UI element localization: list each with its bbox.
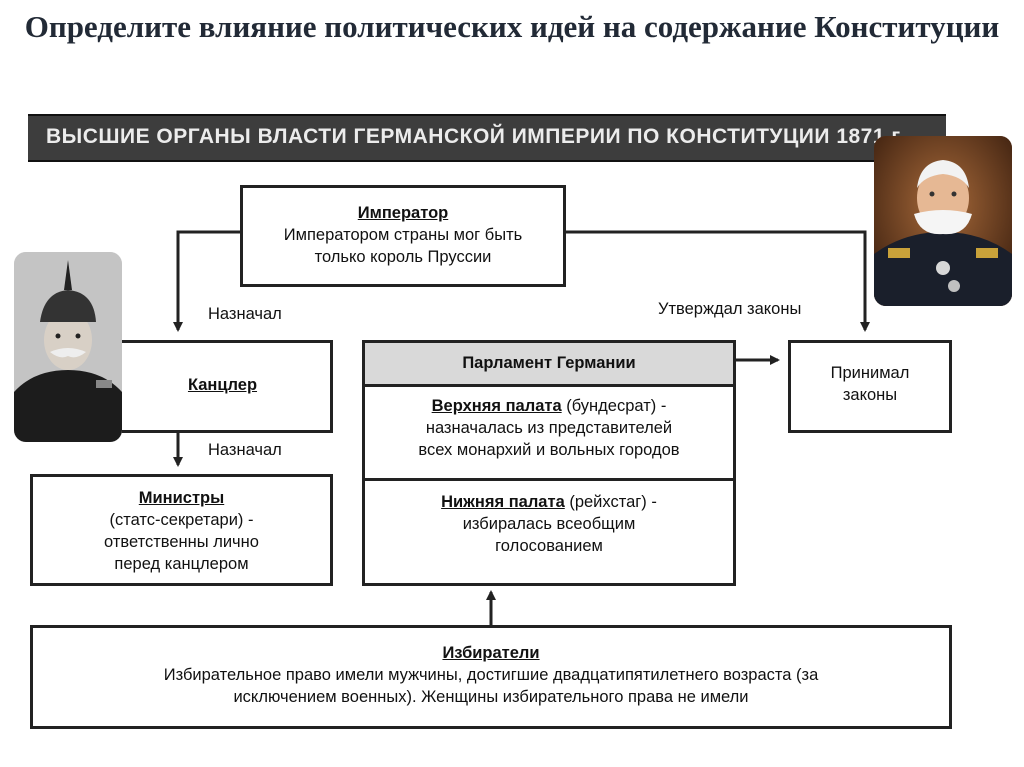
label-appointed-chancellor: Назначал — [208, 305, 282, 323]
ministers-text-line2: ответственны лично — [104, 533, 259, 551]
laws-box: Принимал законы — [788, 340, 952, 433]
lower-house-line3: голосованием — [495, 537, 603, 555]
lower-house-line2: избиралась всеобщим — [462, 515, 636, 533]
laws-line1: Принимал — [830, 364, 910, 382]
label-appointed-ministers: Назначал — [208, 441, 282, 459]
emperor-text-line2: только король Пруссии — [314, 248, 492, 266]
voters-heading: Избиратели — [442, 644, 540, 662]
page-title: Определите влияние политических идей на … — [24, 9, 1000, 44]
emperor-text-line1: Императором страны мог быть — [283, 226, 523, 244]
chancellor-portrait — [14, 252, 122, 442]
label-approved-laws: Утверждал законы — [658, 300, 802, 318]
voters-line2: исключением военных). Женщины избиратель… — [233, 688, 749, 706]
upper-house-heading: Верхняя палата — [431, 397, 562, 415]
lower-house-name: (рейхстаг) - — [564, 493, 657, 511]
laws-line2: законы — [842, 386, 898, 404]
ministers-heading: Министры — [138, 489, 225, 507]
upper-house-line3: всех монархий и вольных городов — [418, 441, 680, 459]
chancellor-heading: Канцлер — [187, 376, 258, 394]
voters-box: Избиратели Избирательное право имели муж… — [30, 625, 952, 729]
parliament-box: Парламент Германии Верхняя палата (бунде… — [362, 340, 736, 586]
emperor-heading: Император — [357, 204, 449, 222]
upper-house: Верхняя палата (бундесрат) - назначалась… — [365, 387, 733, 481]
arrow-emperor-to-chancellor — [173, 230, 240, 332]
lower-house-heading: Нижняя палата — [441, 493, 565, 511]
emperor-portrait — [874, 136, 1012, 306]
lower-house: Нижняя палата (рейхстаг) - избиралась вс… — [365, 481, 733, 557]
arrow-emperor-to-laws — [563, 230, 870, 332]
ministers-box: Министры (статс-секретари) - ответственн… — [30, 474, 333, 586]
banner-text: ВЫСШИЕ ОРГАНЫ ВЛАСТИ ГЕРМАНСКОЙ ИМПЕРИИ … — [46, 125, 905, 148]
voters-line1: Избирательное право имели мужчины, дости… — [163, 666, 819, 684]
diagram-banner: ВЫСШИЕ ОРГАНЫ ВЛАСТИ ГЕРМАНСКОЙ ИМПЕРИИ … — [28, 114, 946, 162]
parliament-heading: Парламент Германии — [462, 354, 636, 372]
parliament-header: Парламент Германии — [365, 343, 733, 387]
chancellor-box: Канцлер — [112, 340, 333, 433]
upper-house-name: (бундесрат) - — [561, 397, 667, 415]
ministers-text-line3: перед канцлером — [114, 555, 249, 573]
upper-house-line2: назначалась из представителей — [425, 419, 673, 437]
ministers-text-line1: (статс-секретари) - — [109, 511, 254, 529]
emperor-box: Император Императором страны мог быть то… — [240, 185, 566, 287]
